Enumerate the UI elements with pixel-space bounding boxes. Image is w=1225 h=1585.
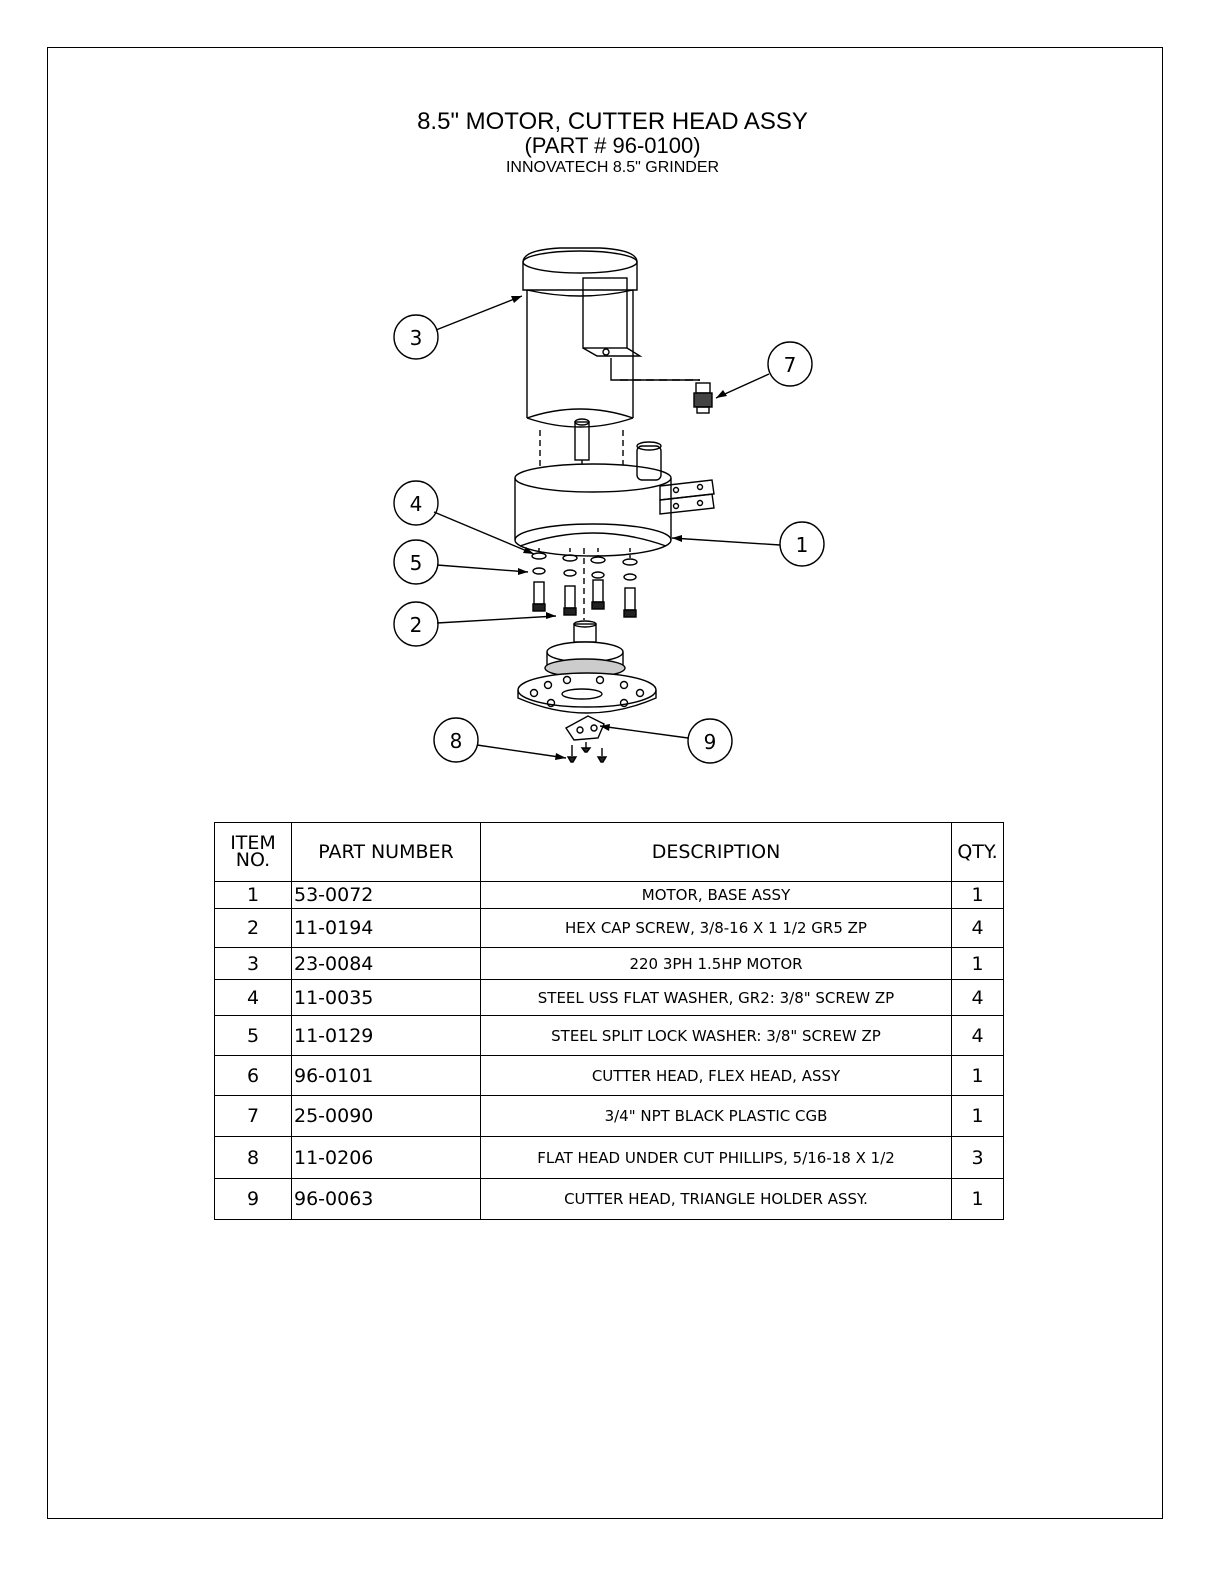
balloon-label-8: 8 [450, 729, 463, 753]
drawing-title: 8.5" MOTOR, CUTTER HEAD ASSY [417, 108, 808, 135]
product-subtitle: INNOVATECH 8.5" GRINDER [505, 159, 720, 176]
triangle-holder-part [564, 715, 605, 741]
motor-part [522, 247, 643, 461]
balloon-1 [779, 521, 825, 567]
leader-line-1 [671, 537, 781, 546]
leader-line-3 [435, 295, 523, 331]
drawing-border [47, 47, 1163, 1519]
balloon-3 [393, 314, 439, 360]
flat-head-screw-set [566, 742, 608, 763]
motor-base-part [514, 441, 715, 557]
leader-line-4 [433, 511, 535, 555]
balloon-label-5: 5 [410, 551, 423, 575]
balloon-7 [767, 341, 813, 387]
header-part-number: PART NUMBER [291, 822, 481, 882]
balloon-9 [687, 718, 733, 764]
balloon-2 [393, 601, 439, 647]
washer-set [531, 548, 638, 581]
balloon-label-1: 1 [796, 533, 809, 557]
balloon-5 [393, 539, 439, 585]
leader-line-8 [476, 744, 567, 759]
exploded-assembly-drawing: 3 7 4 5 2 1 8 9 [393, 247, 825, 764]
balloon-8 [433, 717, 479, 763]
balloon-label-7: 7 [784, 353, 797, 377]
balloon-label-2: 2 [410, 613, 423, 637]
part-number-title: (PART # 96-0100) [524, 133, 701, 158]
balloon-label-3: 3 [410, 326, 423, 350]
cable-gland-part [693, 382, 713, 414]
hex-screw-set [532, 579, 637, 618]
header-qty: QTY. [951, 822, 1004, 882]
cutter-head-part [517, 620, 657, 714]
balloon-label-9: 9 [704, 730, 717, 754]
balloon-4 [393, 480, 439, 526]
balloon-label-4: 4 [410, 492, 423, 516]
leader-line-5 [436, 564, 529, 573]
header-description: DESCRIPTION [480, 822, 952, 882]
leader-line-9 [599, 725, 689, 739]
leader-line-2 [436, 615, 557, 624]
